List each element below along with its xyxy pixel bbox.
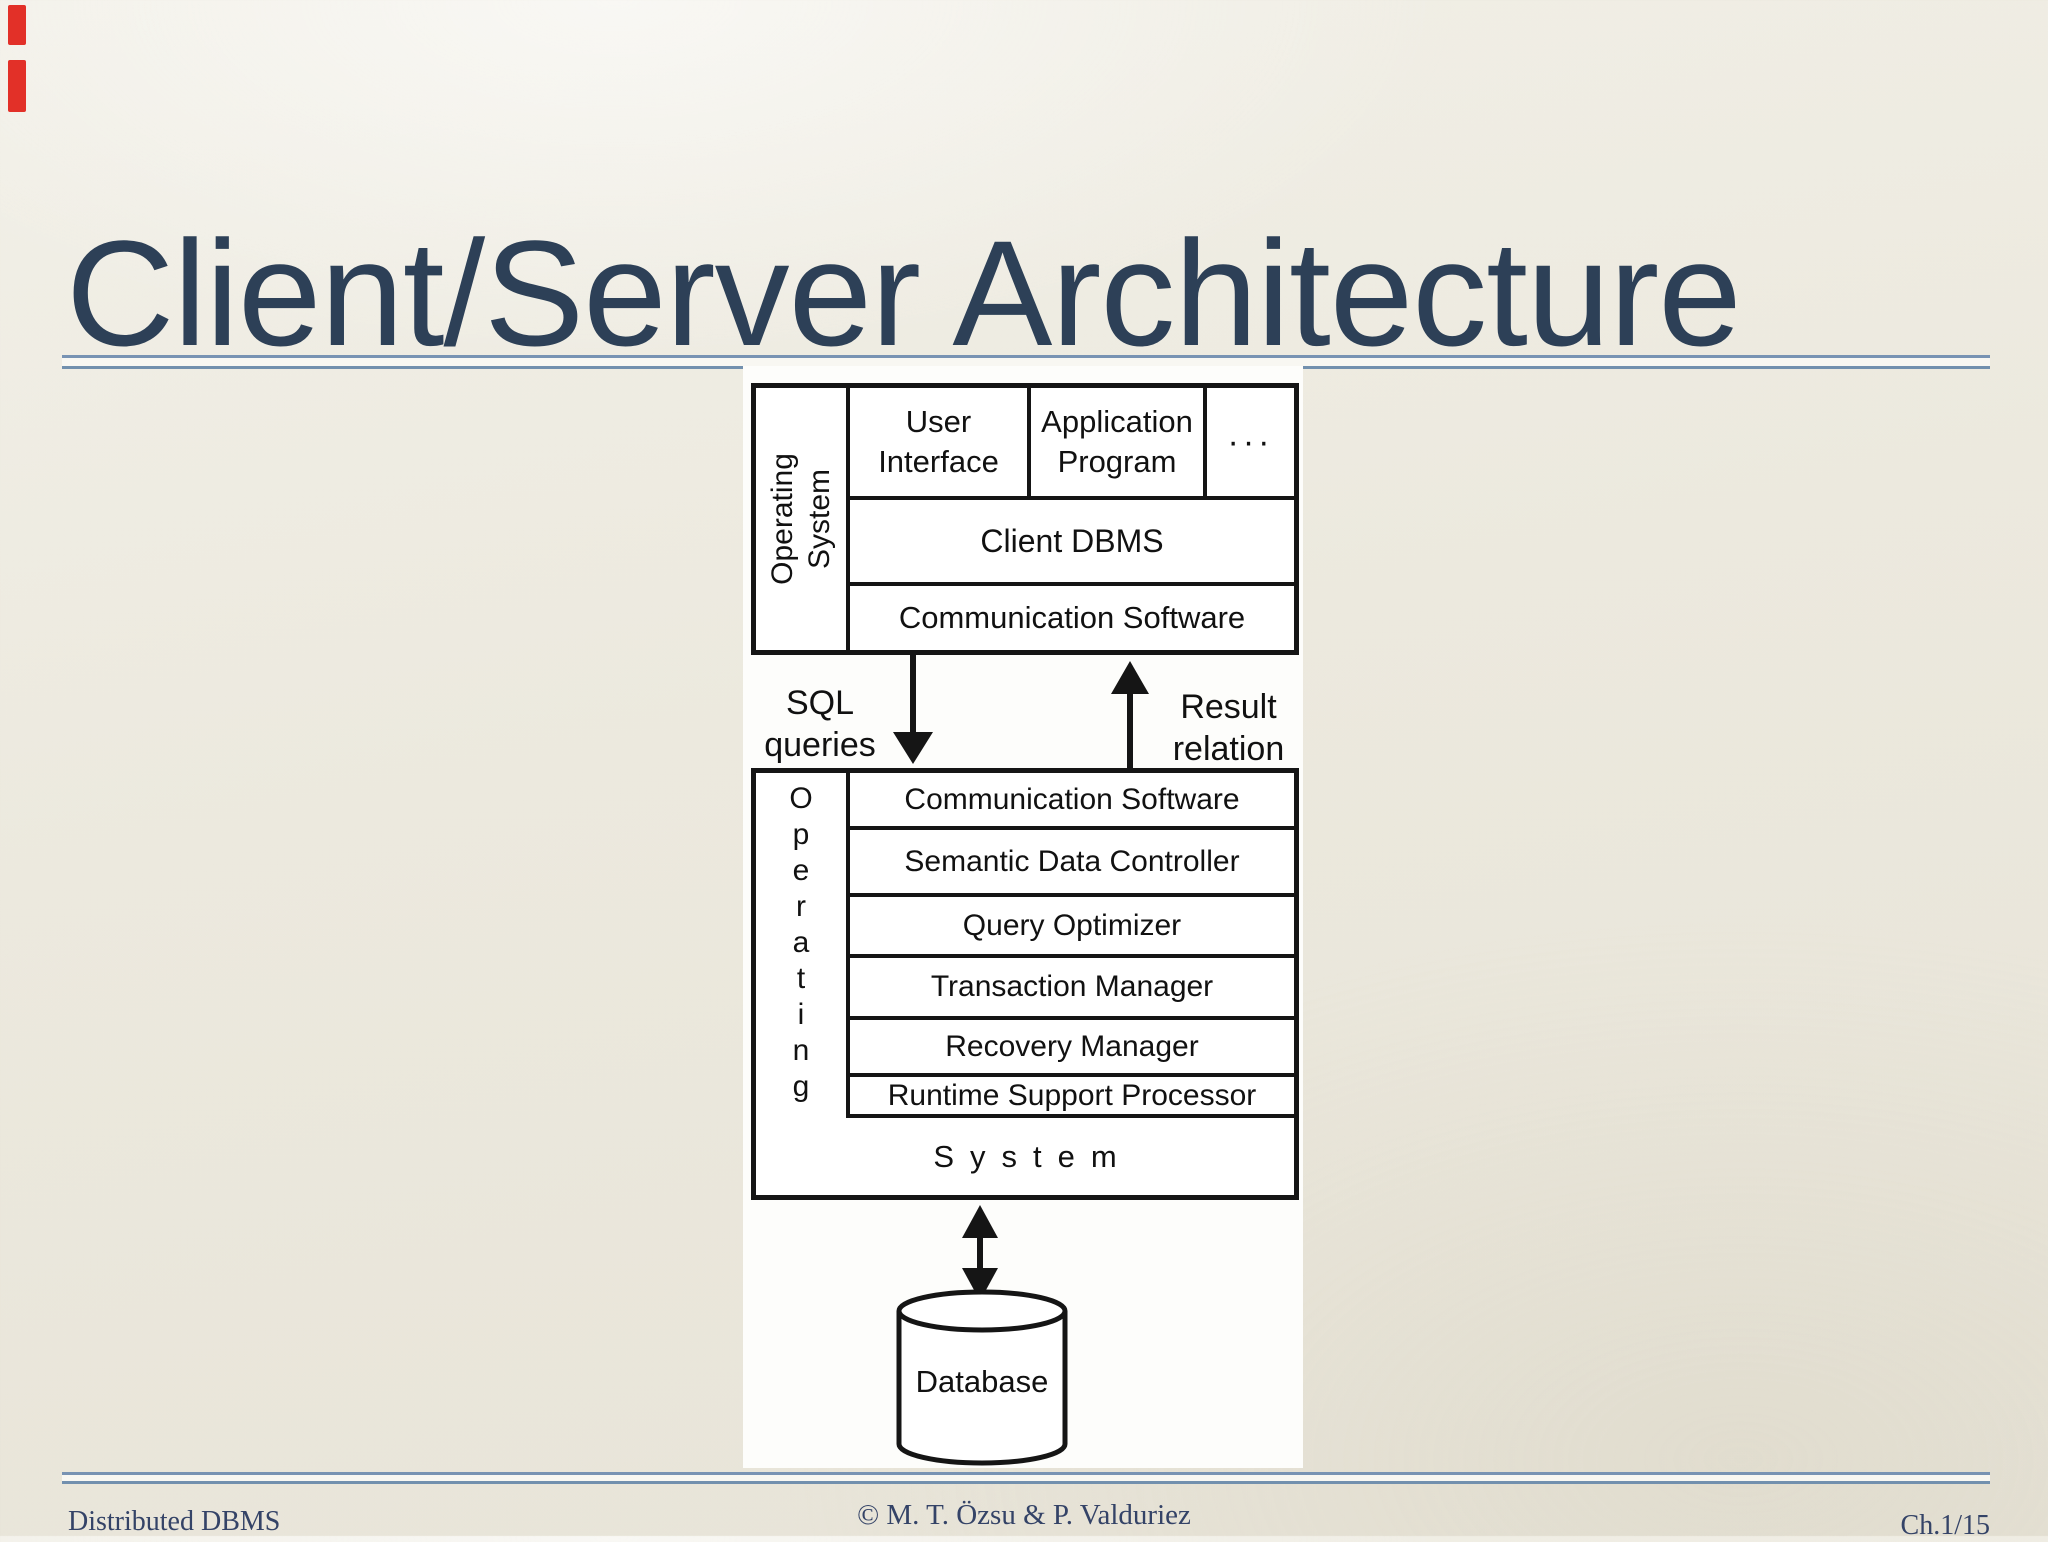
system-label: System: [933, 1138, 1133, 1174]
sql-label-line2: queries: [764, 726, 876, 764]
client-rows: User Interface Application Program ··· C…: [850, 388, 1294, 650]
sql-label-line1: SQL: [785, 684, 855, 722]
row-semantic-data-controller: Semantic Data Controller: [850, 830, 1294, 897]
cell-client-dbms: Client DBMS: [850, 500, 1294, 586]
red-corner-mark-bottom: [8, 60, 26, 112]
footer-course-label: Distributed DBMS: [68, 1506, 281, 1537]
footer-page-number: Ch.1/15: [1900, 1510, 1990, 1541]
server-box: O p e r a t i n g Communication Software…: [751, 768, 1299, 1200]
database-graphic: [896, 1205, 1068, 1466]
client-top-row: User Interface Application Program ···: [850, 388, 1294, 500]
row-query-optimizer: Query Optimizer: [850, 897, 1294, 958]
cell-application-program: Application Program: [1031, 388, 1207, 496]
row-runtime-support-processor: Runtime Support Processor: [887, 1078, 1257, 1112]
result-label-line2: relation: [1172, 730, 1285, 768]
server-os-strip: O p e r a t i n g: [756, 773, 850, 1118]
server-rows: Communication Software Semantic Data Con…: [850, 773, 1294, 1118]
page-title: Client/Server Architecture: [66, 208, 1742, 377]
footer-copyright: © M. T. Özsu & P. Valduriez: [857, 1499, 1191, 1531]
result-label-line1: Result: [1180, 688, 1277, 726]
footer-divider-line: [62, 1472, 1990, 1484]
database-double-arrow: [962, 1205, 998, 1301]
row-recovery-manager: Recovery Manager: [850, 1020, 1294, 1077]
cell-user-interface: User Interface: [850, 388, 1031, 496]
red-corner-mark-top: [8, 5, 26, 45]
client-os-strip: Operating System: [756, 388, 850, 650]
cell-client-communication-software: Communication Software: [898, 600, 1246, 635]
result-relation-label: Result relation: [1146, 686, 1311, 770]
sql-down-arrow: [893, 654, 933, 764]
database-cylinder: [896, 1289, 1068, 1466]
sql-queries-label: SQL queries: [745, 682, 895, 766]
flow-arrows: [893, 654, 1149, 772]
row-transaction-manager: Transaction Manager: [850, 958, 1294, 1020]
server-os-vertical-label: O p e r a t i n g: [789, 782, 813, 1103]
client-os-label: Operating System: [766, 453, 836, 585]
database-label: Database: [915, 1364, 1049, 1399]
cell-ellipsis: ···: [1227, 423, 1274, 461]
row-communication-software: Communication Software: [850, 773, 1294, 830]
client-box: Operating System User Interface Applicat…: [751, 383, 1299, 655]
result-up-arrow: [1111, 661, 1149, 772]
